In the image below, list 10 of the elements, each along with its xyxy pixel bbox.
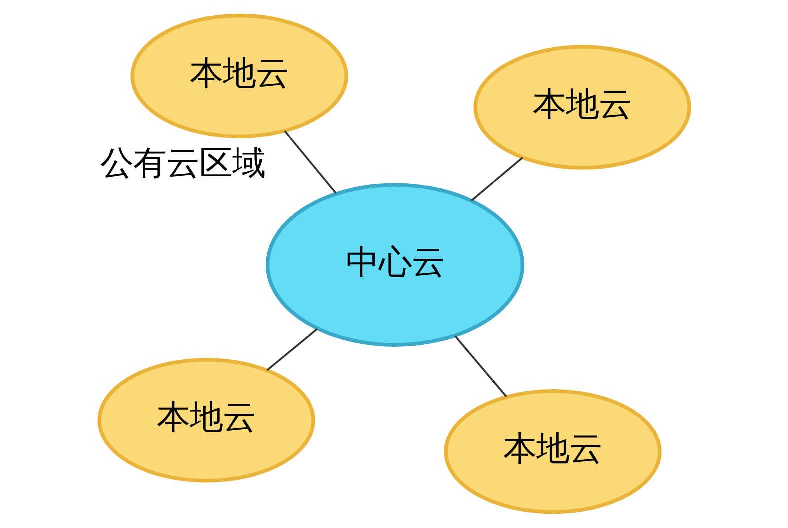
connector — [454, 336, 508, 398]
node-ellipse: 本地云 — [130, 14, 348, 139]
connector — [284, 130, 337, 194]
node-ellipse: 本地云 — [98, 358, 316, 483]
node-ellipse: 本地云 — [474, 45, 692, 170]
connector — [266, 328, 318, 372]
node-ellipse: 中心云 — [266, 183, 525, 347]
connector — [471, 157, 524, 202]
node-label: 公有云区域 — [100, 144, 266, 183]
node-ellipse: 本地云 — [444, 389, 662, 514]
